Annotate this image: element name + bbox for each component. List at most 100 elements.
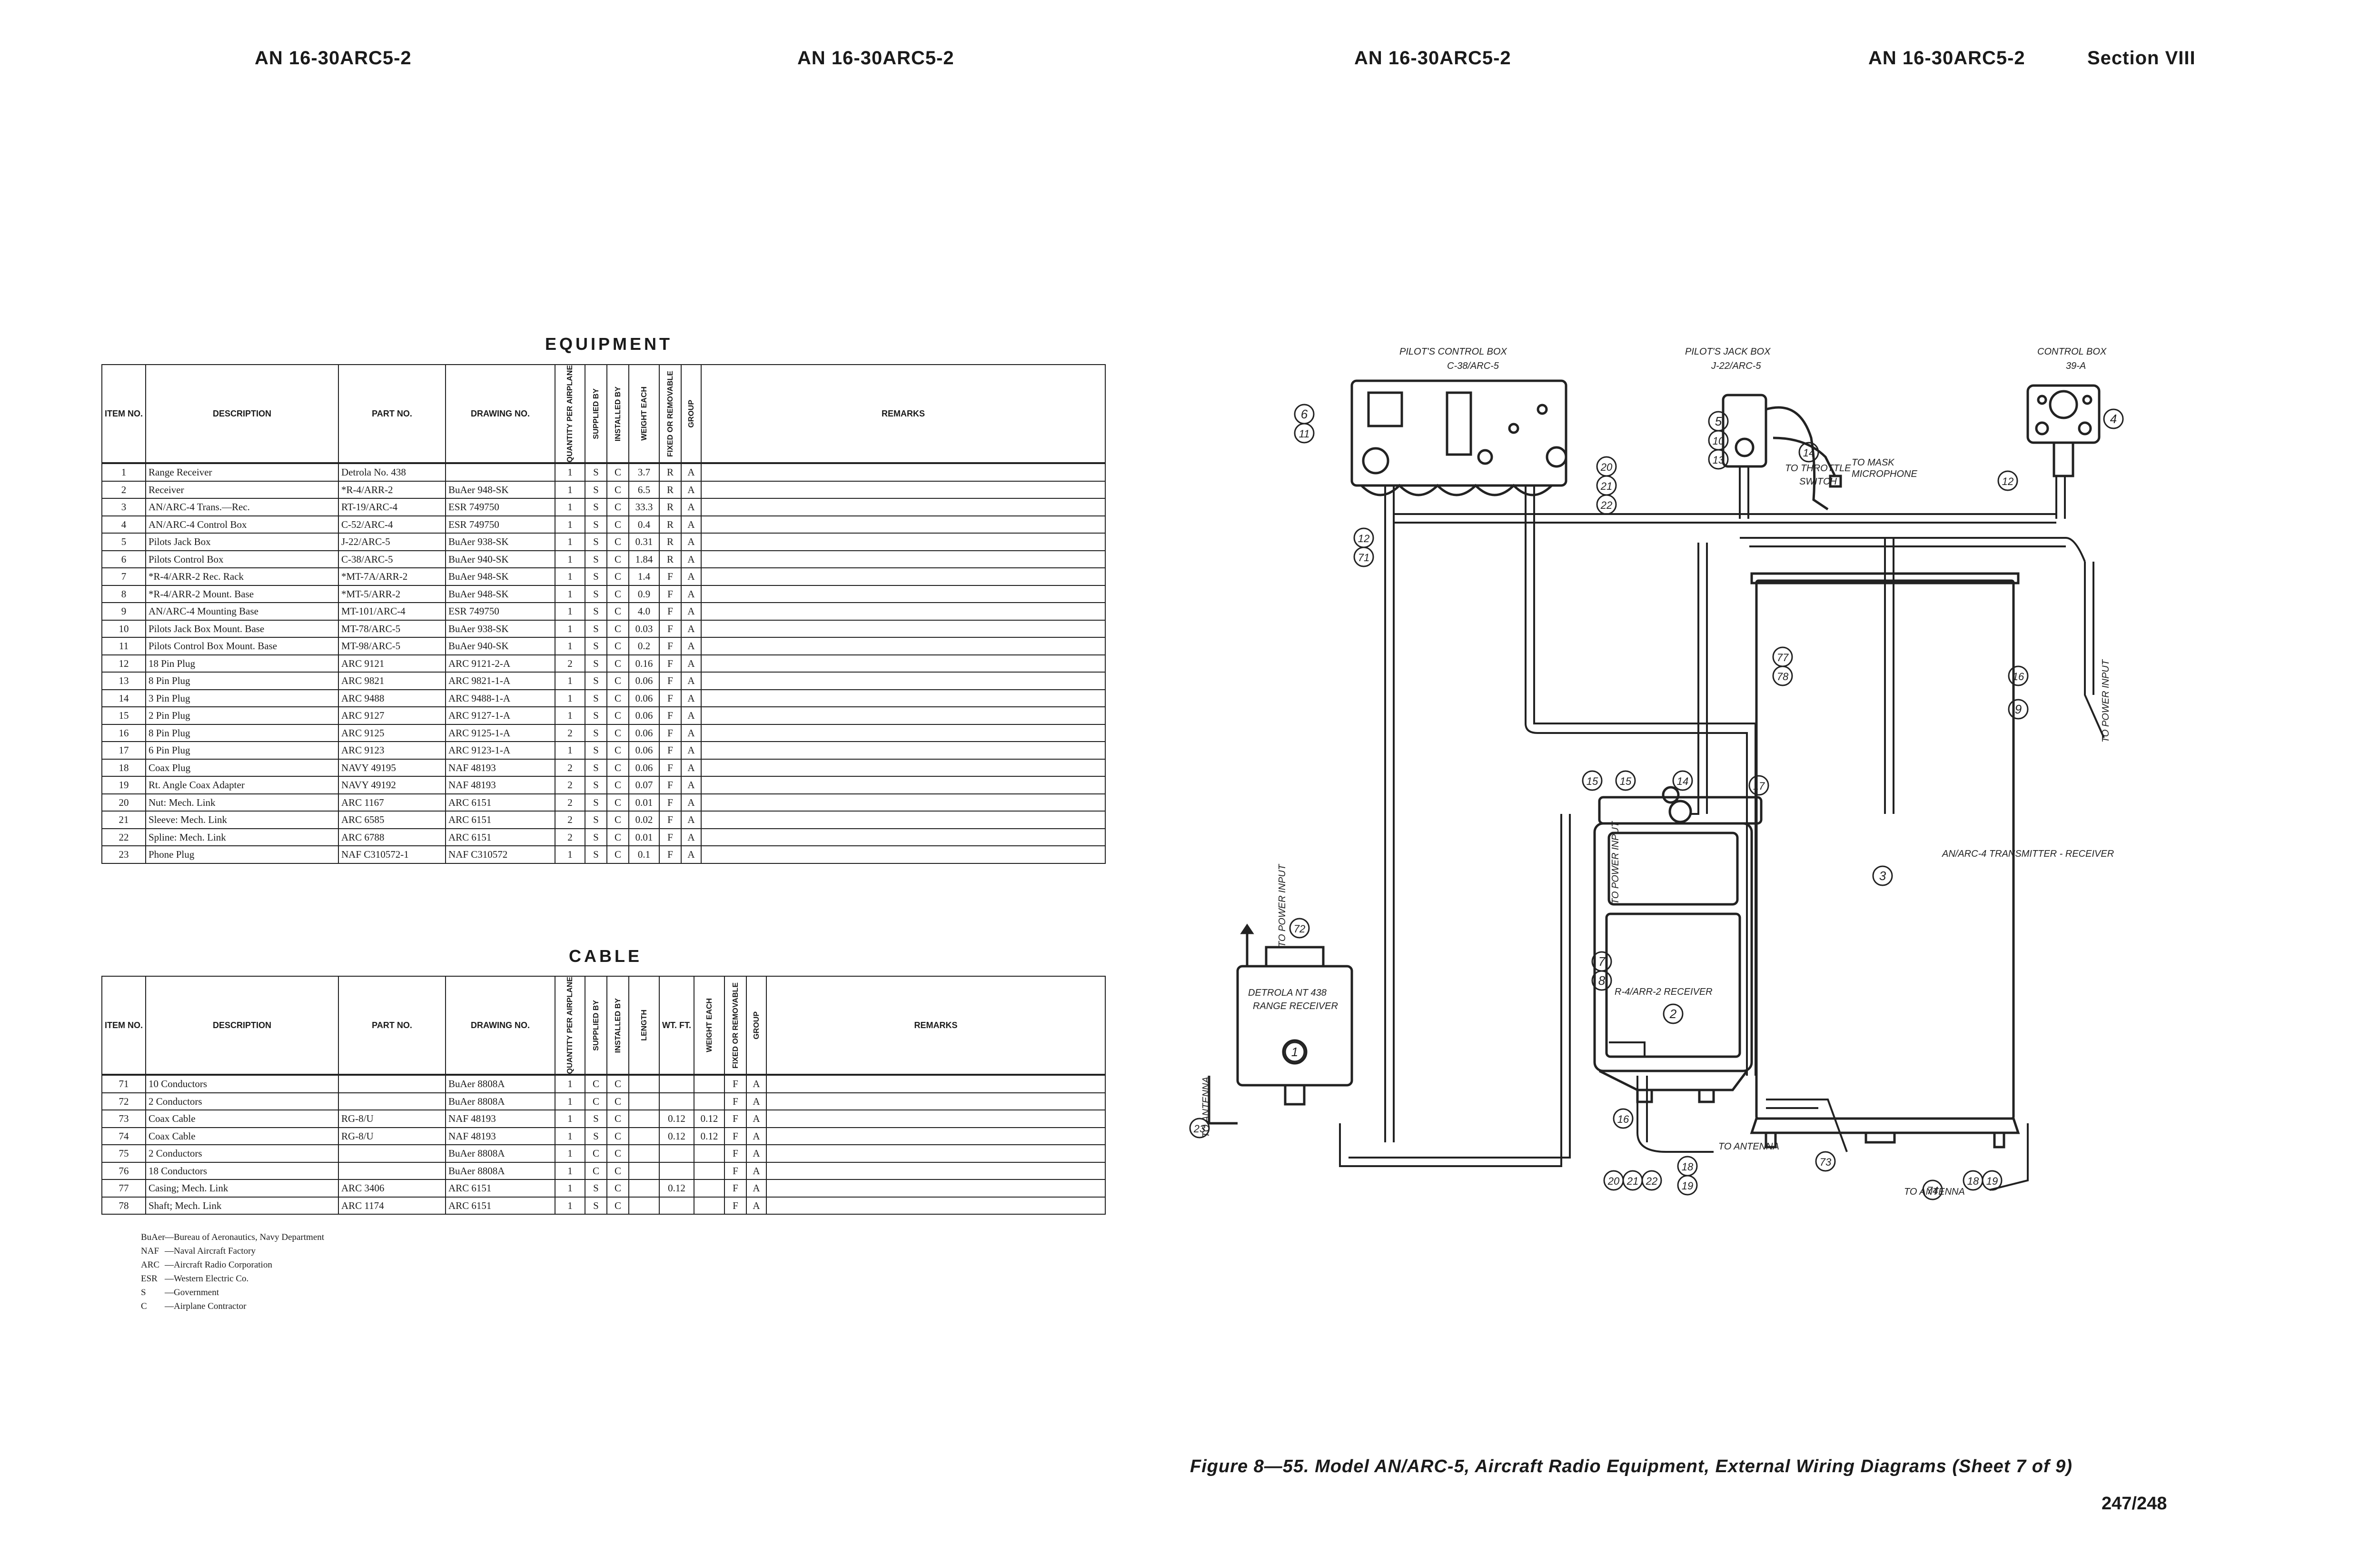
table-cell: 73 <box>101 1109 146 1128</box>
callout-number: 73 <box>1820 1156 1832 1168</box>
table-cell: BuAer 8808A <box>445 1092 555 1111</box>
table-cell <box>701 567 1106 586</box>
label-pilots-control-box-model: C-38/ARC-5 <box>1447 361 1499 371</box>
col-header: FIXED OR REMOVABLE <box>731 982 740 1069</box>
table-cell: C <box>606 462 629 482</box>
callout-number: 16 <box>1617 1113 1629 1125</box>
col-header: WT. FT. <box>659 975 694 1076</box>
table-cell <box>701 480 1106 499</box>
table-cell: A <box>681 811 702 829</box>
table-cell <box>701 637 1106 655</box>
table-cell <box>766 1092 1106 1111</box>
label-transmitter: AN/ARC-4 TRANSMITTER - RECEIVER <box>1942 849 2114 859</box>
table-cell <box>338 1092 446 1111</box>
legend-entry: NAF—Naval Aircraft Factory <box>141 1244 324 1258</box>
table-cell: F <box>724 1179 747 1198</box>
table-cell: C <box>606 741 629 760</box>
table-cell: A <box>681 602 702 621</box>
table-cell: R <box>659 480 682 499</box>
table-cell: 0.9 <box>628 584 660 604</box>
table-cell: C <box>606 706 629 725</box>
table-cell: ARC 9127 <box>338 706 446 725</box>
callout-circle <box>1672 770 1693 791</box>
table-cell: F <box>659 567 682 586</box>
table-cell: A <box>681 462 702 482</box>
col-header: DESCRIPTION <box>145 364 339 464</box>
table-cell <box>659 1196 694 1215</box>
table-cell: A <box>681 706 702 725</box>
label-to-antenna-mid: TO ANTENNA <box>1718 1141 1779 1152</box>
legend-abbreviation: ESR <box>141 1274 158 1284</box>
table-cell: *R-4/ARR-2 <box>338 480 446 499</box>
table-cell <box>766 1074 1106 1093</box>
table-cell <box>701 654 1106 673</box>
table-cell: NAF 48193 <box>445 776 555 794</box>
table-cell: Shaft; Mech. Link <box>145 1196 339 1215</box>
table-cell: C <box>606 1109 629 1128</box>
table-cell: ARC 1167 <box>338 793 446 812</box>
table-cell: R <box>659 515 682 534</box>
table-cell <box>694 1161 725 1180</box>
table-cell: 1 <box>555 533 585 551</box>
table-cell: 1 <box>555 637 585 655</box>
table-cell: S <box>585 602 607 621</box>
table-cell: C <box>585 1092 607 1111</box>
table-cell: C <box>585 1161 607 1180</box>
table-cell: F <box>659 811 682 829</box>
table-cell: 4.0 <box>628 602 660 621</box>
table-cell: S <box>585 515 607 534</box>
table-cell: 1 <box>555 1127 585 1146</box>
legend-abbreviation: C <box>141 1301 147 1311</box>
table-cell: 0.06 <box>628 706 660 725</box>
table-cell: 9 <box>101 602 146 621</box>
table-cell: ARC 9125-1-A <box>445 723 555 743</box>
table-cell: A <box>746 1179 767 1198</box>
table-cell: 1 <box>555 672 585 690</box>
table-cell: A <box>681 741 702 760</box>
table-cell: MT-101/ARC-4 <box>338 602 446 621</box>
receiver-plug-hub <box>1598 786 1763 825</box>
table-cell: F <box>659 706 682 725</box>
label-pilots-jack-box: PILOT'S JACK BOX <box>1685 347 1771 357</box>
table-cell: C <box>606 1196 629 1215</box>
table-cell: 2 Conductors <box>145 1092 339 1111</box>
table-cell: ARC 9488-1-A <box>445 689 555 708</box>
table-cell: 2 <box>555 723 585 743</box>
pilots-control-box <box>1350 379 1567 496</box>
table-cell <box>701 602 1106 621</box>
callout-circle <box>1872 865 1893 886</box>
table-cell: Coax Plug <box>145 758 339 777</box>
table-cell <box>445 462 555 482</box>
table-cell: Nut: Mech. Link <box>145 793 339 812</box>
table-cell <box>766 1144 1106 1163</box>
table-cell <box>694 1196 725 1215</box>
table-cell: ARC 9123 <box>338 741 446 760</box>
table-cell: A <box>746 1161 767 1180</box>
table-cell: 12 <box>101 654 146 673</box>
table-cell: 19 <box>101 776 146 794</box>
callout-circle <box>1663 1003 1684 1024</box>
table-cell: A <box>681 723 702 743</box>
table-cell: ARC 9488 <box>338 689 446 708</box>
table-cell: C <box>606 498 629 516</box>
table-cell: A <box>681 793 702 812</box>
table-cell: 20 <box>101 793 146 812</box>
table-cell: BuAer 948-SK <box>445 480 555 499</box>
table-cell: 1 <box>555 1092 585 1111</box>
table-cell: F <box>659 828 682 847</box>
table-cell: 76 <box>101 1161 146 1180</box>
table-cell: 2 <box>555 828 585 847</box>
table-cell: A <box>746 1074 767 1093</box>
label-microphone: MICROPHONE <box>1852 469 1917 479</box>
table-cell: 1 <box>555 845 585 864</box>
table-cell: BuAer 8808A <box>445 1074 555 1093</box>
table-cell: C <box>606 845 629 864</box>
table-cell: 2 <box>555 776 585 794</box>
